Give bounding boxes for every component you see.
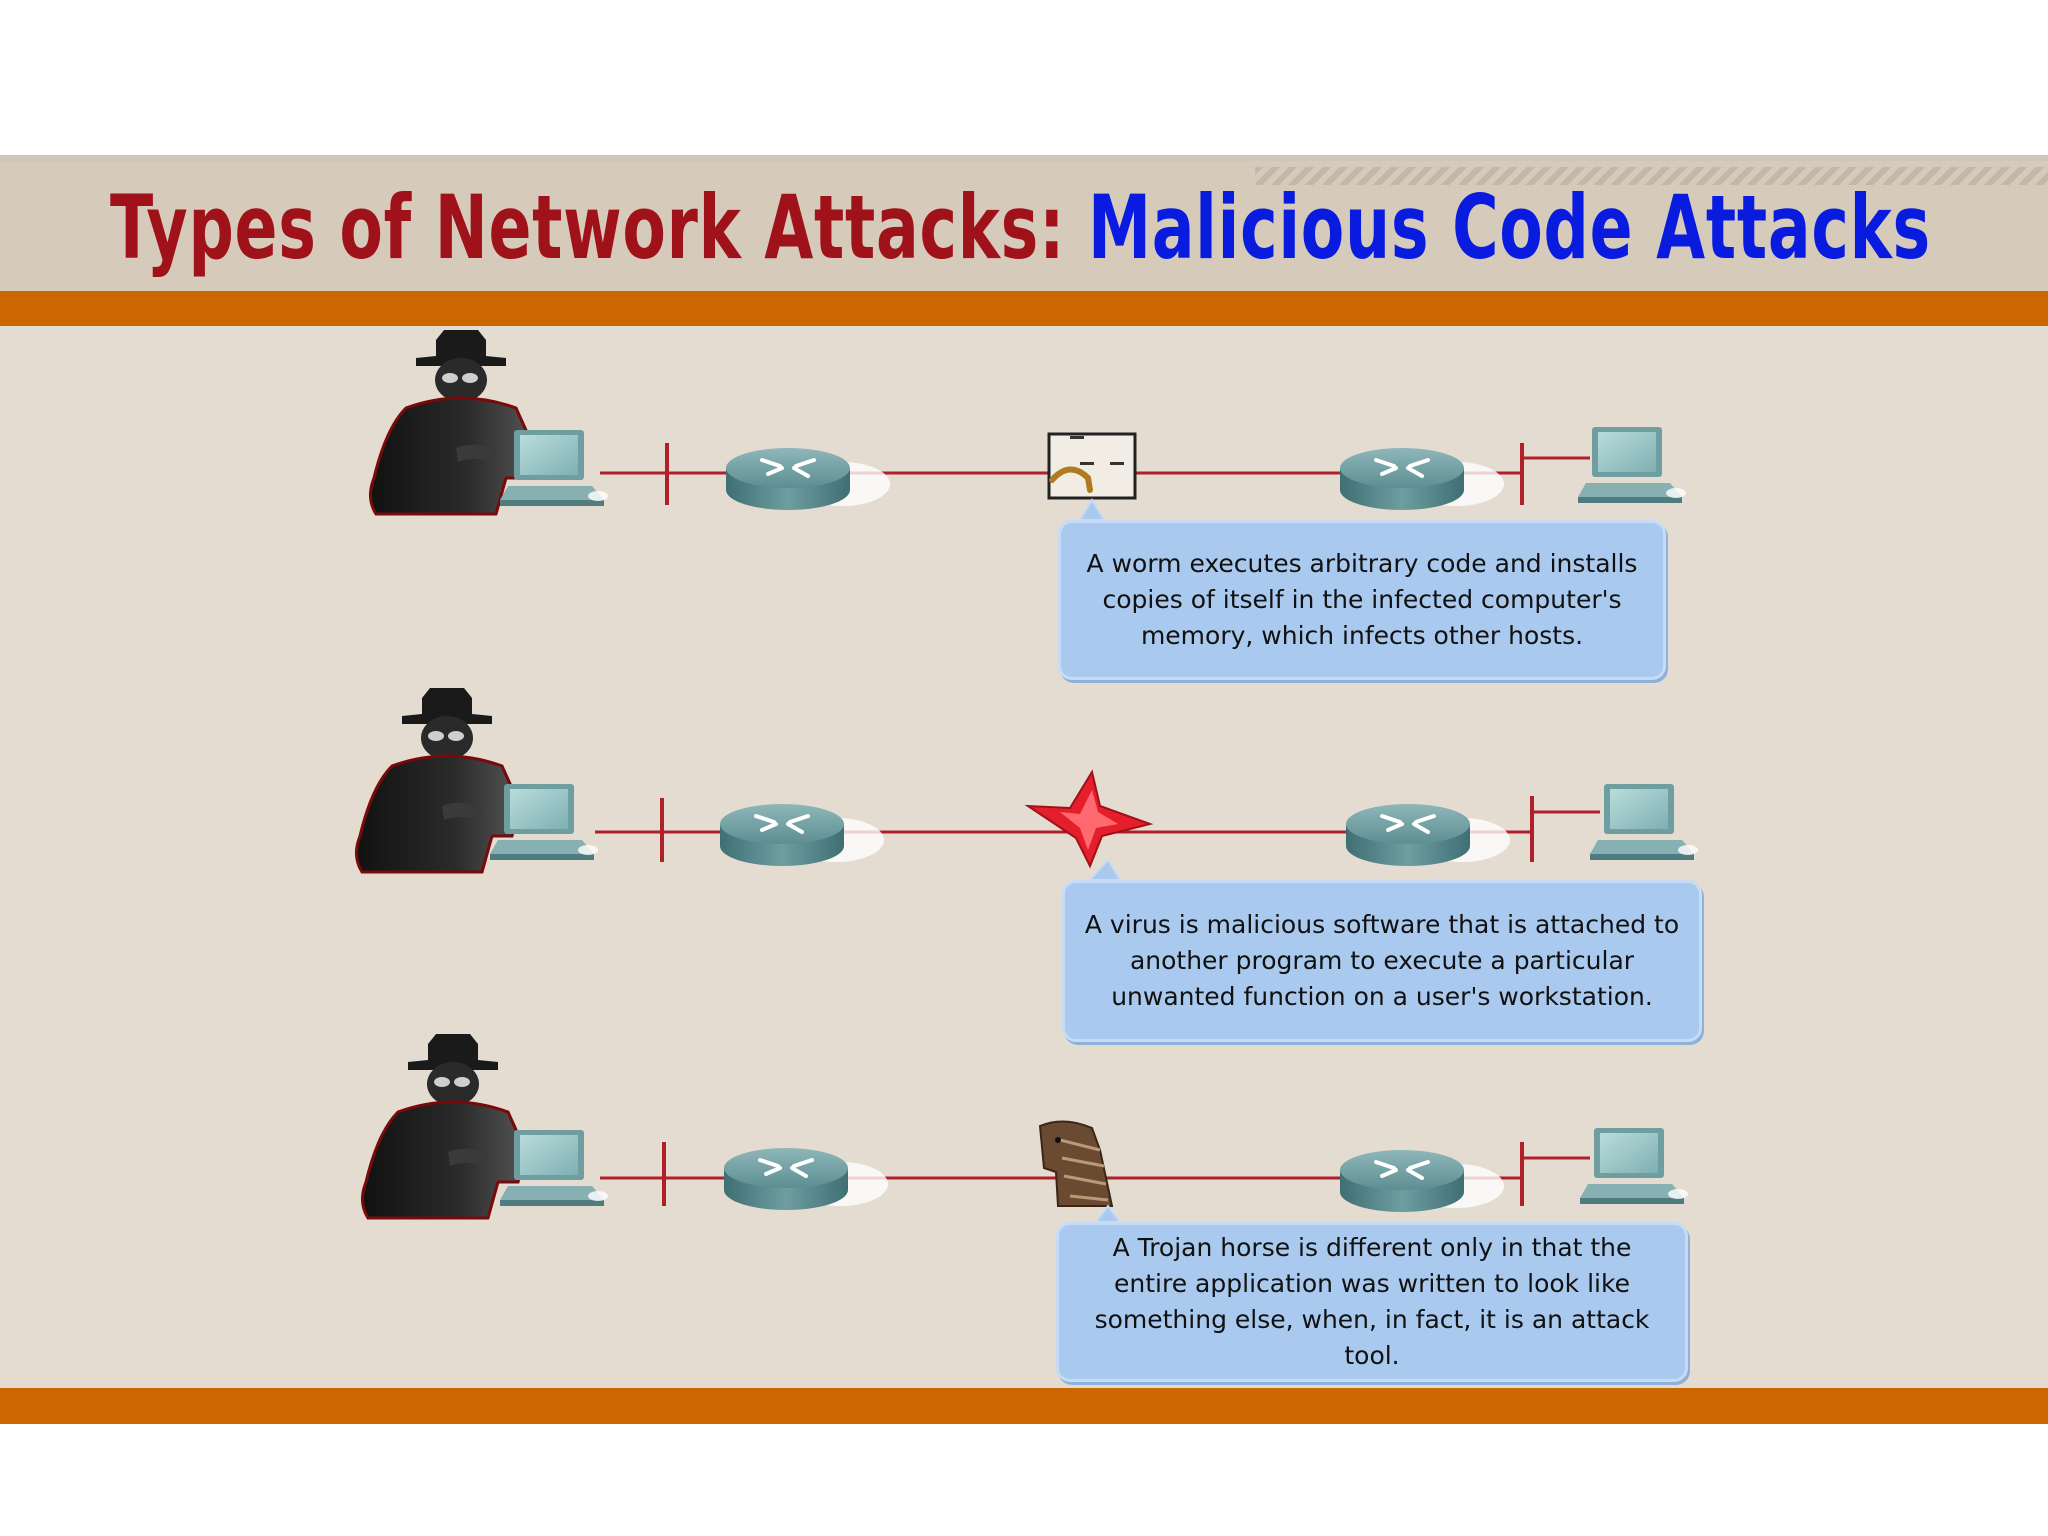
content-area [0, 326, 2048, 1388]
callout-pointer [1087, 858, 1122, 881]
callout-pointer [1078, 498, 1106, 521]
victim-computer-icon [1590, 784, 1698, 860]
router-icon [718, 802, 886, 868]
victim-computer-icon [1578, 427, 1686, 503]
title-part-2: Malicious Code Attacks [1087, 176, 1931, 279]
trojan-description: A Trojan horse is different only in that… [1094, 1233, 1650, 1370]
virus-callout: A virus is malicious software that is at… [1062, 880, 1702, 1042]
router-icon [724, 446, 892, 512]
victim-computer-icon [1580, 1128, 1688, 1204]
worm-icon [1047, 432, 1137, 500]
header-hatch-decoration [1255, 167, 2048, 185]
accent-band-bottom [0, 1388, 2048, 1424]
diagram-row-1 [368, 328, 1686, 521]
callout-pointer [1094, 1204, 1122, 1223]
attacker-computer-icon [500, 430, 608, 506]
worm-description: A worm executes arbitrary code and insta… [1086, 549, 1638, 650]
virus-description: A virus is malicious software that is at… [1084, 910, 1680, 1011]
router-icon [1344, 802, 1512, 868]
attacker-computer-icon [500, 1130, 608, 1206]
diagram-row-2 [354, 686, 1698, 881]
worm-callout: A worm executes arbitrary code and insta… [1058, 520, 1666, 680]
attacker-icon [354, 686, 522, 874]
router-icon [1338, 446, 1506, 512]
accent-band-top [0, 291, 2048, 326]
header-top-line [0, 155, 2048, 161]
attacker-computer-icon [490, 784, 598, 860]
diagram-row-3 [360, 1032, 1688, 1223]
trojan-callout: A Trojan horse is different only in that… [1056, 1222, 1688, 1382]
slide-title: Types of Network Attacks: Malicious Code… [110, 168, 1931, 288]
router-icon [722, 1146, 890, 1212]
title-part-1: Types of Network Attacks: [110, 176, 1088, 279]
virus-icon [1024, 769, 1154, 869]
router-icon [1338, 1148, 1506, 1214]
trojan-horse-icon [1038, 1120, 1114, 1207]
attacker-icon [360, 1032, 528, 1220]
